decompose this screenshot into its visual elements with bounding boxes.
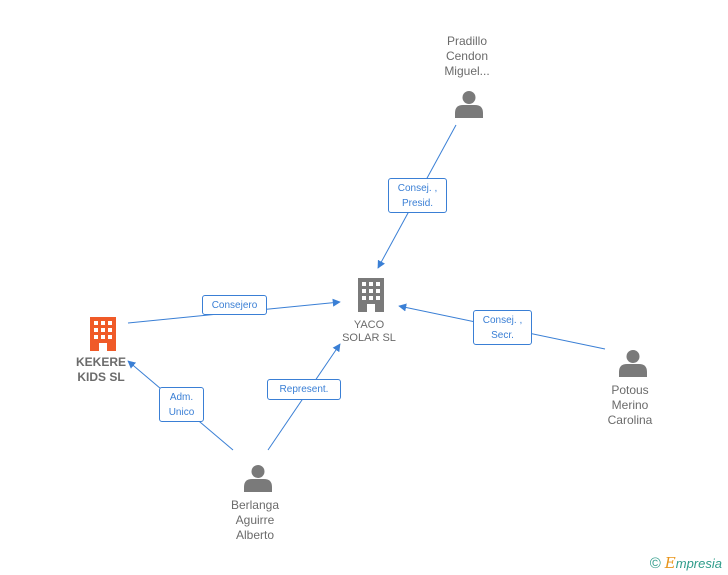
footer-brand[interactable]: ©Empresia: [650, 554, 722, 572]
brand-logo-text: mpresia: [675, 556, 722, 571]
edge-label-represent[interactable]: Represent.: [267, 379, 341, 400]
node-line: Pradillo: [446, 34, 488, 48]
node-line: Berlanga: [230, 498, 280, 512]
node-line: YACO: [353, 319, 385, 331]
node-line: Aguirre: [235, 513, 275, 527]
building-icon[interactable]: [88, 317, 118, 351]
edge-label-consej-presid[interactable]: Consej. , Presid.: [388, 178, 447, 213]
node-label-yaco[interactable]: YACO SOLAR SL: [330, 319, 408, 345]
node-line: Cendon: [445, 49, 489, 63]
edge-label-line: Secr.: [491, 330, 514, 341]
copyright-symbol: ©: [649, 555, 661, 572]
node-label-pradillo[interactable]: Pradillo Cendon Miguel...: [428, 34, 506, 79]
edge-label-adm-unico[interactable]: Adm. Unico: [159, 387, 204, 422]
brand-logo-letter: E: [664, 554, 676, 572]
building-icon[interactable]: [356, 278, 386, 312]
edge-label-line: Presid.: [401, 198, 434, 209]
edge-label-consejero[interactable]: Consejero: [202, 295, 267, 315]
edge-label-line: Consejero: [211, 300, 258, 311]
person-icon[interactable]: [454, 89, 484, 119]
person-icon[interactable]: [618, 348, 648, 378]
edge-label-line: Consej. ,: [482, 315, 523, 326]
edge-label-line: Consej. ,: [397, 183, 438, 194]
node-line: SOLAR SL: [342, 332, 396, 344]
edge-label-line: Represent.: [279, 384, 329, 395]
edge-label-consej-secr[interactable]: Consej. , Secr.: [473, 310, 532, 345]
node-line: Alberto: [235, 528, 275, 542]
node-line: Potous: [611, 383, 649, 397]
edge-label-line: Adm.: [169, 392, 194, 403]
node-line: Miguel...: [444, 64, 490, 78]
node-label-potous[interactable]: Potous Merino Carolina: [591, 383, 669, 428]
node-line: KIDS SL: [77, 370, 125, 384]
node-line: Carolina: [607, 413, 653, 427]
node-line: Merino: [611, 398, 649, 412]
person-icon[interactable]: [243, 463, 273, 493]
node-label-berlanga[interactable]: Berlanga Aguirre Alberto: [216, 498, 294, 543]
node-line: KEKERE: [75, 355, 126, 369]
edge-label-line: Unico: [168, 407, 195, 418]
node-label-kekere[interactable]: KEKERE KIDS SL: [62, 355, 140, 385]
